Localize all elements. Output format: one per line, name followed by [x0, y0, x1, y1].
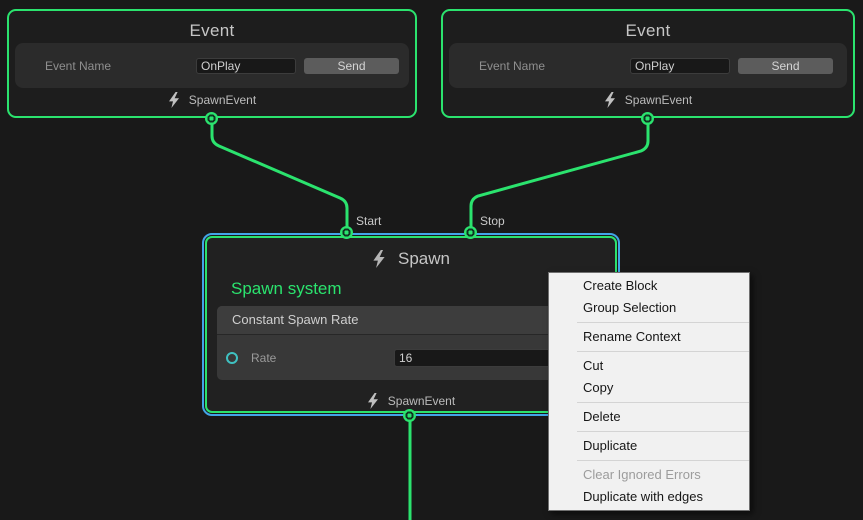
event-settings-panel: Event Name Send — [15, 43, 409, 88]
menu-item-duplicate[interactable]: Duplicate — [583, 438, 638, 453]
edge-event2-to-stop[interactable] — [469, 118, 650, 233]
constant-spawn-rate-block[interactable]: Constant Spawn Rate Rate — [217, 306, 611, 380]
event-name-input[interactable] — [196, 57, 296, 74]
spawn-stop-port[interactable] — [464, 226, 477, 239]
event1-output-port[interactable] — [205, 112, 218, 125]
context-menu: Create Block Group Selection Rename Cont… — [548, 272, 750, 511]
node-title: Event — [189, 21, 235, 40]
spawn-node-body: Spawn Spawn system Constant Spawn Rate R… — [205, 236, 617, 413]
rate-port-icon[interactable] — [226, 351, 238, 364]
lightning-icon — [604, 92, 615, 108]
lightning-icon — [367, 393, 378, 409]
send-button[interactable]: Send — [738, 57, 833, 74]
event-node-1[interactable]: Event Event Name Send SpawnEvent — [7, 9, 417, 118]
event-node-2[interactable]: Event Event Name Send SpawnEvent — [441, 9, 855, 118]
output-label: SpawnEvent — [188, 93, 257, 107]
event-name-input[interactable] — [630, 57, 730, 74]
lightning-icon — [373, 250, 385, 268]
menu-separator — [577, 402, 749, 403]
spawn-event-output-row: SpawnEvent — [9, 92, 415, 108]
start-port-label: Start — [356, 214, 382, 228]
node-title: Event — [625, 21, 671, 40]
menu-separator — [577, 322, 749, 323]
spawn-start-port[interactable] — [340, 226, 353, 239]
menu-separator — [577, 431, 749, 432]
menu-item-rename-context[interactable]: Rename Context — [583, 329, 681, 344]
menu-item-copy[interactable]: Copy — [583, 380, 614, 395]
output-label: SpawnEvent — [624, 93, 693, 107]
lightning-icon — [168, 92, 179, 108]
output-label: SpawnEvent — [387, 394, 456, 408]
send-button[interactable]: Send — [304, 57, 399, 74]
menu-item-delete[interactable]: Delete — [583, 409, 621, 424]
rate-label: Rate — [251, 350, 277, 365]
spawn-event-output-row: SpawnEvent — [207, 393, 615, 409]
menu-item-duplicate-with-edges[interactable]: Duplicate with edges — [583, 489, 703, 504]
event-settings-panel: Event Name Send — [449, 43, 847, 88]
menu-separator — [577, 460, 749, 461]
event2-output-port[interactable] — [641, 112, 654, 125]
menu-item-create-block[interactable]: Create Block — [583, 278, 658, 293]
block-title: Constant Spawn Rate — [217, 306, 611, 335]
spawn-event-output-row: SpawnEvent — [443, 92, 853, 108]
system-label: Spawn system — [231, 279, 342, 298]
menu-item-group-selection[interactable]: Group Selection — [583, 300, 677, 315]
stop-port-label: Stop — [480, 214, 505, 228]
event-name-label: Event Name — [479, 58, 546, 73]
spawn-title-row: Spawn — [207, 238, 615, 269]
menu-separator — [577, 351, 749, 352]
event-name-label: Event Name — [45, 58, 112, 73]
menu-item-clear-ignored-errors: Clear Ignored Errors — [583, 467, 701, 482]
spawn-context-node[interactable]: Spawn Spawn system Constant Spawn Rate R… — [202, 233, 620, 416]
menu-item-cut[interactable]: Cut — [583, 358, 604, 373]
node-title: Spawn — [398, 249, 450, 268]
edge-event1-to-start[interactable] — [210, 118, 349, 233]
spawn-event-output-port[interactable] — [403, 409, 416, 422]
